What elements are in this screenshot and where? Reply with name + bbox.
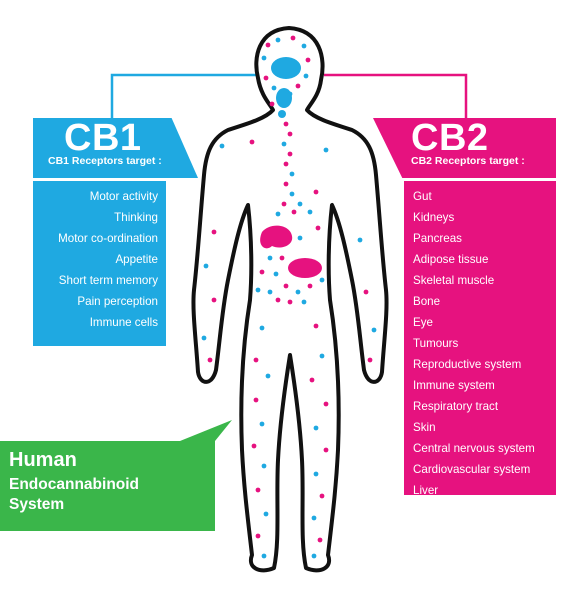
cb1-target-item: Short term memory <box>58 274 158 287</box>
cb2-header-panel <box>373 118 556 178</box>
cb2-target-item: Pancreas <box>413 232 462 245</box>
cb2-target-item: Kidneys <box>413 211 455 224</box>
cb2-target-list: Gut Kidneys Pancreas Adipose tissue Skel… <box>404 181 556 497</box>
cb2-target-item: Bone <box>413 295 441 308</box>
cb2-target-item: Central nervous system <box>413 442 535 455</box>
cb2-target-item: Respiratory tract <box>413 400 499 413</box>
brainstem-blob <box>276 88 292 108</box>
cb2-target-item: Skeletal muscle <box>413 274 495 287</box>
cb1-target-item: Pain perception <box>77 295 158 308</box>
cb1-subtitle: CB1 Receptors target : <box>48 155 162 167</box>
human-body-outline <box>191 26 389 573</box>
system-label-box <box>0 441 215 531</box>
brain-blob <box>271 57 301 79</box>
cb2-target-item: Reproductive system <box>413 358 522 371</box>
system-label-line1: Human <box>9 449 77 471</box>
cb1-header-panel <box>33 118 198 178</box>
cb2-target-item: Adipose tissue <box>413 253 489 266</box>
cb2-connector-line <box>324 73 468 118</box>
cb1-title: CB1 <box>64 117 142 159</box>
cb1-target-list: Motor activity Thinking Motor co-ordinat… <box>33 181 166 346</box>
cb1-connector-line <box>110 73 258 118</box>
cb1-target-item: Thinking <box>114 211 158 224</box>
stomach-blob <box>260 225 293 249</box>
cb2-target-item: Immune system <box>413 379 495 392</box>
cb1-target-item: Motor activity <box>89 190 158 203</box>
cb1-target-item: Immune cells <box>89 316 158 329</box>
system-label-line3: System <box>9 496 65 513</box>
liver-blob <box>288 258 322 278</box>
cb2-title: CB2 <box>411 117 489 159</box>
receptor-dots <box>201 35 377 559</box>
system-label-line2: Endocannabinoid <box>9 476 140 493</box>
cb2-subtitle: CB2 Receptors target : <box>411 155 525 167</box>
cb2-target-item: Gut <box>413 190 432 203</box>
cb1-target-item: Appetite <box>115 253 158 266</box>
system-label-line2-3: Endocannabinoid System <box>9 475 209 515</box>
cb2-target-item: Tumours <box>413 337 459 350</box>
cb1-target-item: Motor co-ordination <box>58 232 158 245</box>
cb2-target-item: Cardiovascular system <box>413 463 531 476</box>
cb2-target-item: Skin <box>413 421 436 434</box>
cb2-target-item: Liver <box>413 484 439 497</box>
green-pointer <box>180 420 232 441</box>
cb2-target-item: Eye <box>413 316 433 329</box>
